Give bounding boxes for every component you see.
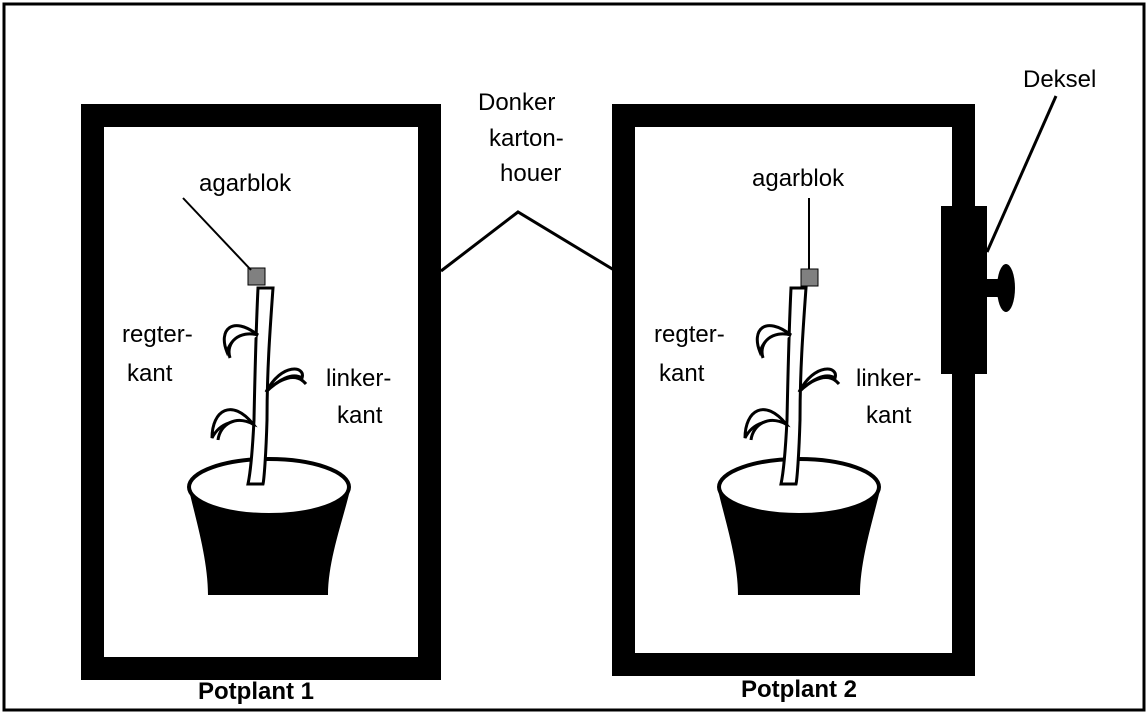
agar-block-1 — [247, 267, 266, 286]
right-edge-label-1b: kant — [127, 360, 173, 387]
stem-1 — [246, 286, 275, 486]
leaf-1a — [222, 324, 259, 359]
pot-1 — [187, 457, 351, 595]
left-edge-label-1b: kant — [337, 402, 383, 429]
lid-pointer — [985, 95, 1058, 253]
container-2: agarblok regter- kant linker- kant Potpl… — [612, 104, 1015, 703]
agar-block-2 — [800, 268, 819, 287]
pot-2-body — [718, 490, 880, 595]
lid-label: Deksel — [1023, 66, 1096, 93]
left-edge-label-2b: kant — [866, 402, 912, 429]
container-1: agarblok regter- kant linker- kant Potpl… — [81, 104, 441, 705]
caption-plant-1: Potplant 1 — [198, 678, 314, 705]
lid-handle-bar — [985, 279, 999, 297]
leaf-2b — [797, 367, 841, 394]
container-label-line3: houer — [500, 160, 561, 187]
container-pointer — [440, 210, 615, 273]
agar-label-1: agarblok — [199, 170, 292, 197]
left-edge-label-2a: linker- — [856, 365, 921, 392]
agar-label-2: agarblok — [752, 165, 845, 192]
container-label-line1: Donker — [478, 89, 555, 116]
container-label-line2: karton- — [489, 125, 564, 152]
agar-pointer-1 — [182, 197, 252, 271]
pot-1-rim — [187, 457, 351, 517]
right-edge-label-2a: regter- — [654, 321, 725, 348]
pot-2 — [717, 457, 881, 595]
leaf-1b — [264, 367, 308, 394]
stem-2 — [779, 286, 808, 486]
right-edge-label-1a: regter- — [122, 321, 193, 348]
caption-plant-2: Potplant 2 — [741, 676, 857, 703]
pot-1-body — [189, 490, 350, 595]
right-edge-label-2b: kant — [659, 360, 705, 387]
leaf-2a — [755, 324, 792, 359]
lid — [941, 206, 987, 374]
leaf-1c — [210, 408, 258, 441]
left-edge-label-1a: linker- — [326, 365, 391, 392]
lid-knob — [997, 264, 1015, 312]
leaf-2c — [743, 408, 791, 441]
